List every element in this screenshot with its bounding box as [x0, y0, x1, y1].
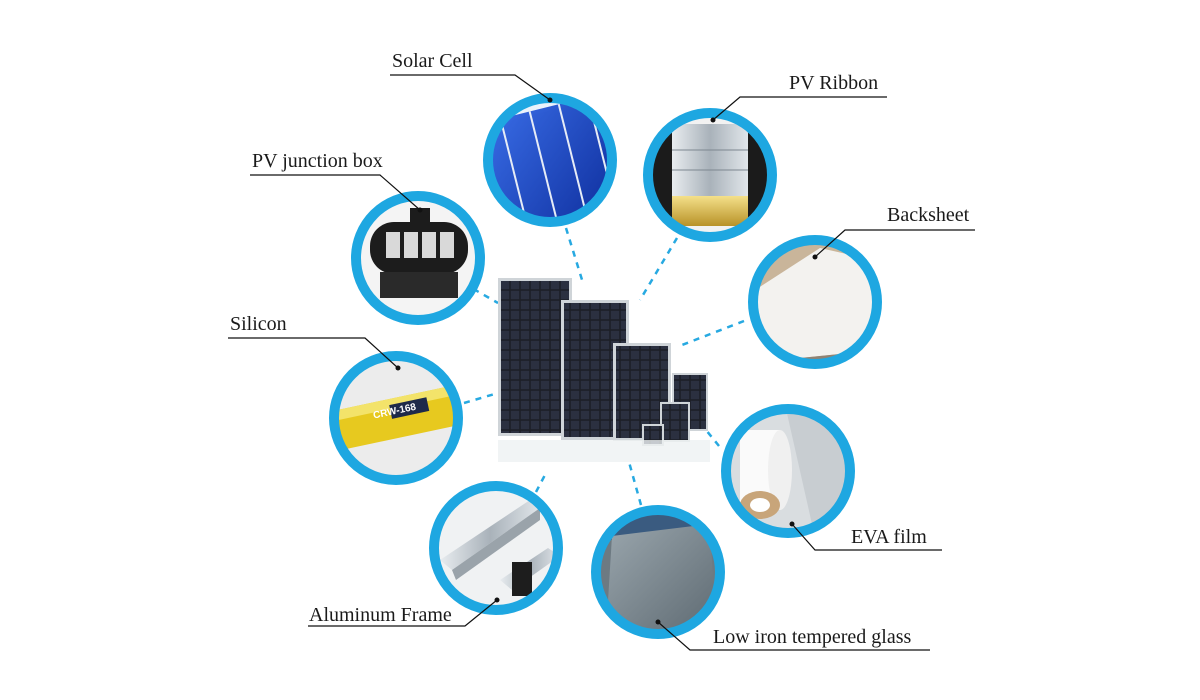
label-pv-ribbon-text: PV Ribbon — [789, 72, 878, 94]
aluminum-frame-circle — [429, 481, 563, 615]
silicon-circle: CRW-168 — [329, 351, 463, 485]
labels: Solar Cell PV Ribbon PV junction box Bac… — [228, 50, 975, 651]
label-low-iron-glass-text: Low iron tempered glass — [713, 626, 911, 648]
label-silicon: Silicon — [228, 313, 401, 371]
label-aluminum-frame-text: Aluminum Frame — [309, 604, 452, 626]
label-backsheet-text: Backsheet — [887, 204, 970, 226]
label-pv-junction-box: PV junction box — [250, 150, 423, 213]
label-eva-film: EVA film — [789, 521, 942, 551]
backsheet-circle — [748, 235, 882, 369]
central-solar-panels — [498, 278, 710, 462]
label-silicon-text: Silicon — [230, 313, 287, 335]
low-iron-glass-circle — [591, 505, 725, 639]
pv-ribbon-circle — [643, 108, 777, 242]
solar-cell-circle — [483, 93, 617, 227]
label-solar-cell: Solar Cell — [390, 50, 553, 103]
label-backsheet: Backsheet — [812, 204, 975, 260]
label-solar-cell-text: Solar Cell — [392, 50, 473, 72]
label-pv-ribbon: PV Ribbon — [710, 72, 887, 123]
connector-lines — [462, 227, 745, 506]
eva-film-circle — [721, 404, 855, 538]
label-pv-junction-box-text: PV junction box — [252, 150, 383, 172]
pv-junction-box-circle — [351, 191, 485, 325]
label-eva-film-text: EVA film — [851, 526, 927, 548]
label-aluminum-frame: Aluminum Frame — [308, 597, 500, 627]
label-low-iron-glass: Low iron tempered glass — [655, 619, 930, 651]
